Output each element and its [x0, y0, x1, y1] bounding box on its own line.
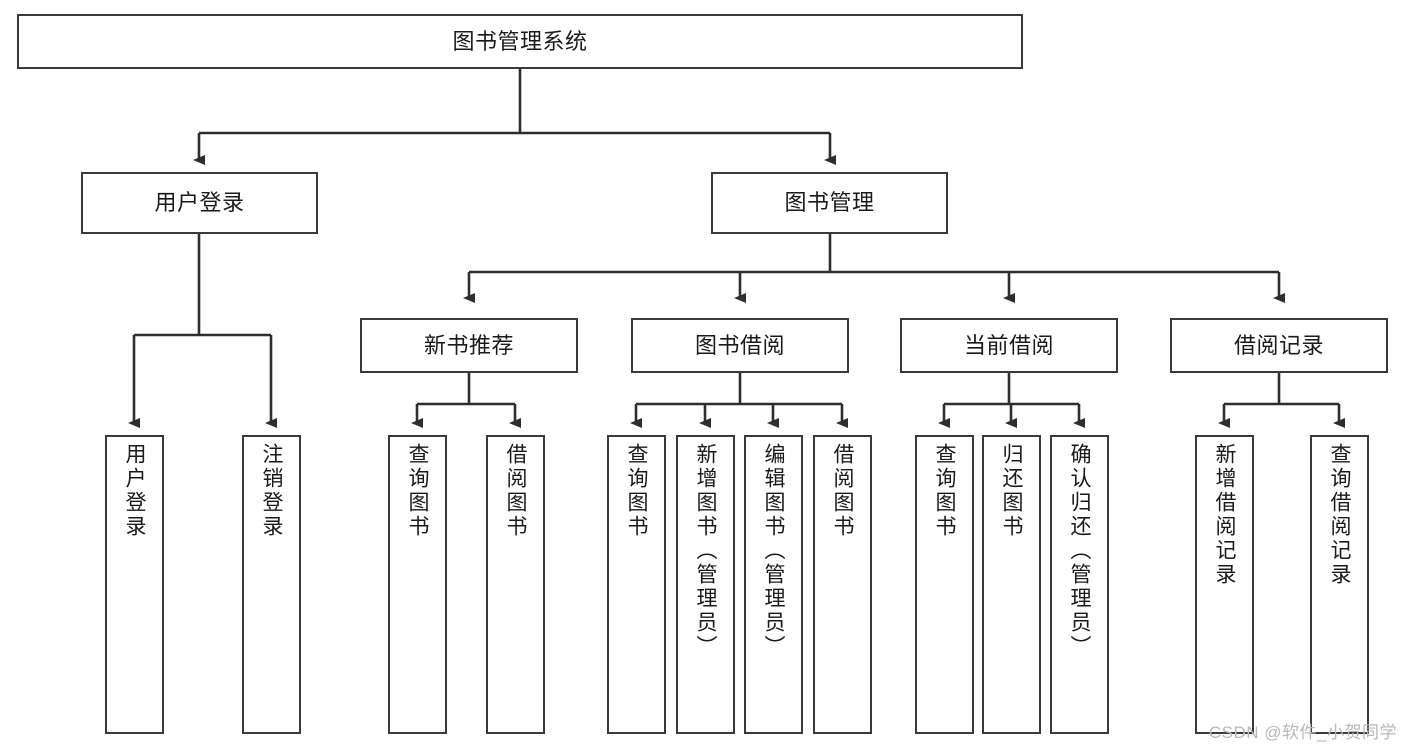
node-leaf-newbook-query-book-label: 查询图书	[406, 443, 429, 539]
node-borrow-record[interactable]: 借阅记录	[1170, 318, 1388, 373]
node-leaf-logout-label: 注销登录	[260, 443, 283, 539]
node-leaf-borrow-book-label: 借阅图书	[831, 443, 854, 539]
node-root[interactable]: 图书管理系统	[17, 14, 1023, 69]
node-new-book-recommend-label: 新书推荐	[423, 332, 514, 358]
node-leaf-add-borrow-record[interactable]: 新增借阅记录	[1195, 435, 1254, 734]
node-leaf-confirm-return-admin[interactable]: 确认归还（管理员）	[1050, 435, 1109, 734]
node-leaf-add-book-admin[interactable]: 新增图书（管理员）	[676, 435, 735, 734]
node-current-borrow-label: 当前借阅	[963, 332, 1054, 358]
node-leaf-borrow-book[interactable]: 借阅图书	[813, 435, 872, 734]
node-leaf-borrow-query-book[interactable]: 查询图书	[607, 435, 666, 734]
node-new-book-recommend[interactable]: 新书推荐	[360, 318, 578, 373]
node-leaf-user-login[interactable]: 用户登录	[105, 435, 164, 734]
node-leaf-confirm-return-admin-label: 确认归还（管理员）	[1068, 443, 1091, 659]
node-leaf-logout[interactable]: 注销登录	[242, 435, 301, 734]
node-leaf-newbook-borrow-book[interactable]: 借阅图书	[486, 435, 545, 734]
node-leaf-add-borrow-record-label: 新增借阅记录	[1213, 443, 1236, 587]
node-book-management-label: 图书管理	[784, 190, 875, 216]
node-leaf-user-login-label: 用户登录	[123, 443, 146, 539]
node-leaf-current-query-book-label: 查询图书	[933, 443, 956, 539]
node-leaf-query-borrow-record-label: 查询借阅记录	[1328, 443, 1351, 587]
node-leaf-borrow-query-book-label: 查询图书	[625, 443, 648, 539]
node-book-management[interactable]: 图书管理	[711, 172, 948, 234]
node-leaf-edit-book-admin-label: 编辑图书（管理员）	[762, 443, 785, 659]
node-leaf-edit-book-admin[interactable]: 编辑图书（管理员）	[744, 435, 803, 734]
node-leaf-return-book-label: 归还图书	[1000, 443, 1023, 539]
node-borrow-record-label: 借阅记录	[1233, 332, 1324, 358]
node-leaf-current-query-book[interactable]: 查询图书	[915, 435, 974, 734]
node-book-borrow-label: 图书借阅	[694, 332, 785, 358]
node-book-borrow[interactable]: 图书借阅	[631, 318, 849, 373]
node-leaf-newbook-query-book[interactable]: 查询图书	[388, 435, 447, 734]
node-leaf-newbook-borrow-book-label: 借阅图书	[504, 443, 527, 539]
node-root-label: 图书管理系统	[452, 28, 588, 54]
node-leaf-query-borrow-record[interactable]: 查询借阅记录	[1310, 435, 1369, 734]
node-user-login[interactable]: 用户登录	[81, 172, 318, 234]
node-current-borrow[interactable]: 当前借阅	[900, 318, 1118, 373]
node-user-login-label: 用户登录	[154, 190, 245, 216]
node-leaf-add-book-admin-label: 新增图书（管理员）	[694, 443, 717, 659]
watermark-text: CSDN @软件_小贺同学	[1208, 723, 1397, 742]
node-leaf-return-book[interactable]: 归还图书	[982, 435, 1041, 734]
